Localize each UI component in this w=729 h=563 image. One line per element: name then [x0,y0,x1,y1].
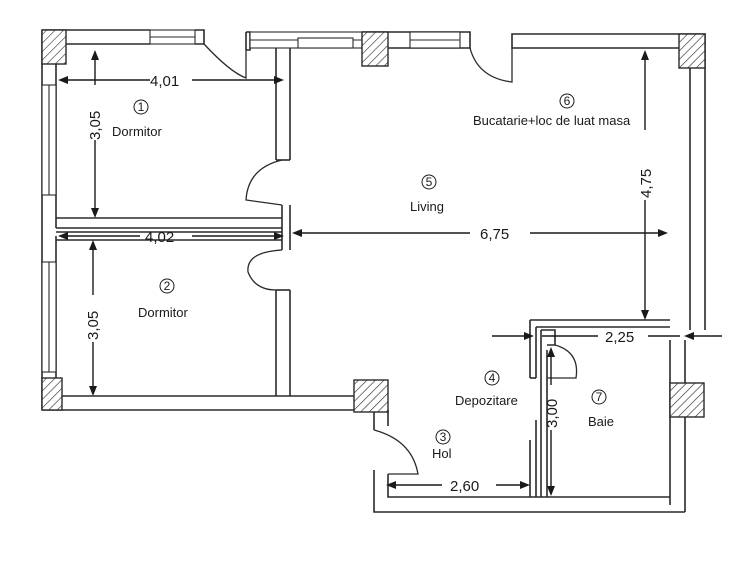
room-4-number: 4 [489,371,496,385]
room-7-name: Baie [588,414,614,429]
room-3-name: Hol [432,446,452,461]
door-bedroom2 [247,249,283,291]
dim-bathroom-width: 2,25 [605,329,634,346]
dim-hall-width: 2,60 [450,478,479,495]
structural-columns [41,29,706,418]
room-6-number: 6 [564,94,571,108]
dimension-labels: 4,01 3,05 4,02 3,05 6,75 4,75 2,25 3,00 … [85,73,655,495]
doors [203,43,578,475]
dim-bedroom2-height: 3,05 [85,311,102,340]
dimension-lines [58,50,722,496]
interior-walls [56,48,670,497]
door-kitchen [469,47,513,83]
windows [41,29,461,373]
room-6-name: Bucatarie+loc de luat masa [473,113,631,128]
dim-storage-height: 3,00 [544,399,561,428]
door-bedroom1 [245,159,283,206]
dim-kitchen-height: 4,75 [638,169,655,198]
room-labels: 1 Dormitor 2 Dormitor 3 Hol 4 Depozitare… [112,93,631,461]
room-5-name: Living [410,199,444,214]
room-1-number: 1 [138,100,145,114]
room-7-number: 7 [596,390,603,404]
dim-bedroom2-width: 4,02 [145,229,174,246]
room-3-number: 3 [440,430,447,444]
room-2-number: 2 [164,279,171,293]
room-1-name: Dormitor [112,124,163,139]
room-4-name: Depozitare [455,393,518,408]
dim-living-width: 6,75 [480,226,509,243]
room-5-number: 5 [426,175,433,189]
door-entrance [373,429,419,475]
dim-bedroom1-height: 3,05 [87,111,104,140]
room-2-name: Dormitor [138,305,189,320]
door-bedroom1-entry [203,43,247,79]
dim-bedroom1-width: 4,01 [150,73,179,90]
door-bathroom [547,344,578,379]
